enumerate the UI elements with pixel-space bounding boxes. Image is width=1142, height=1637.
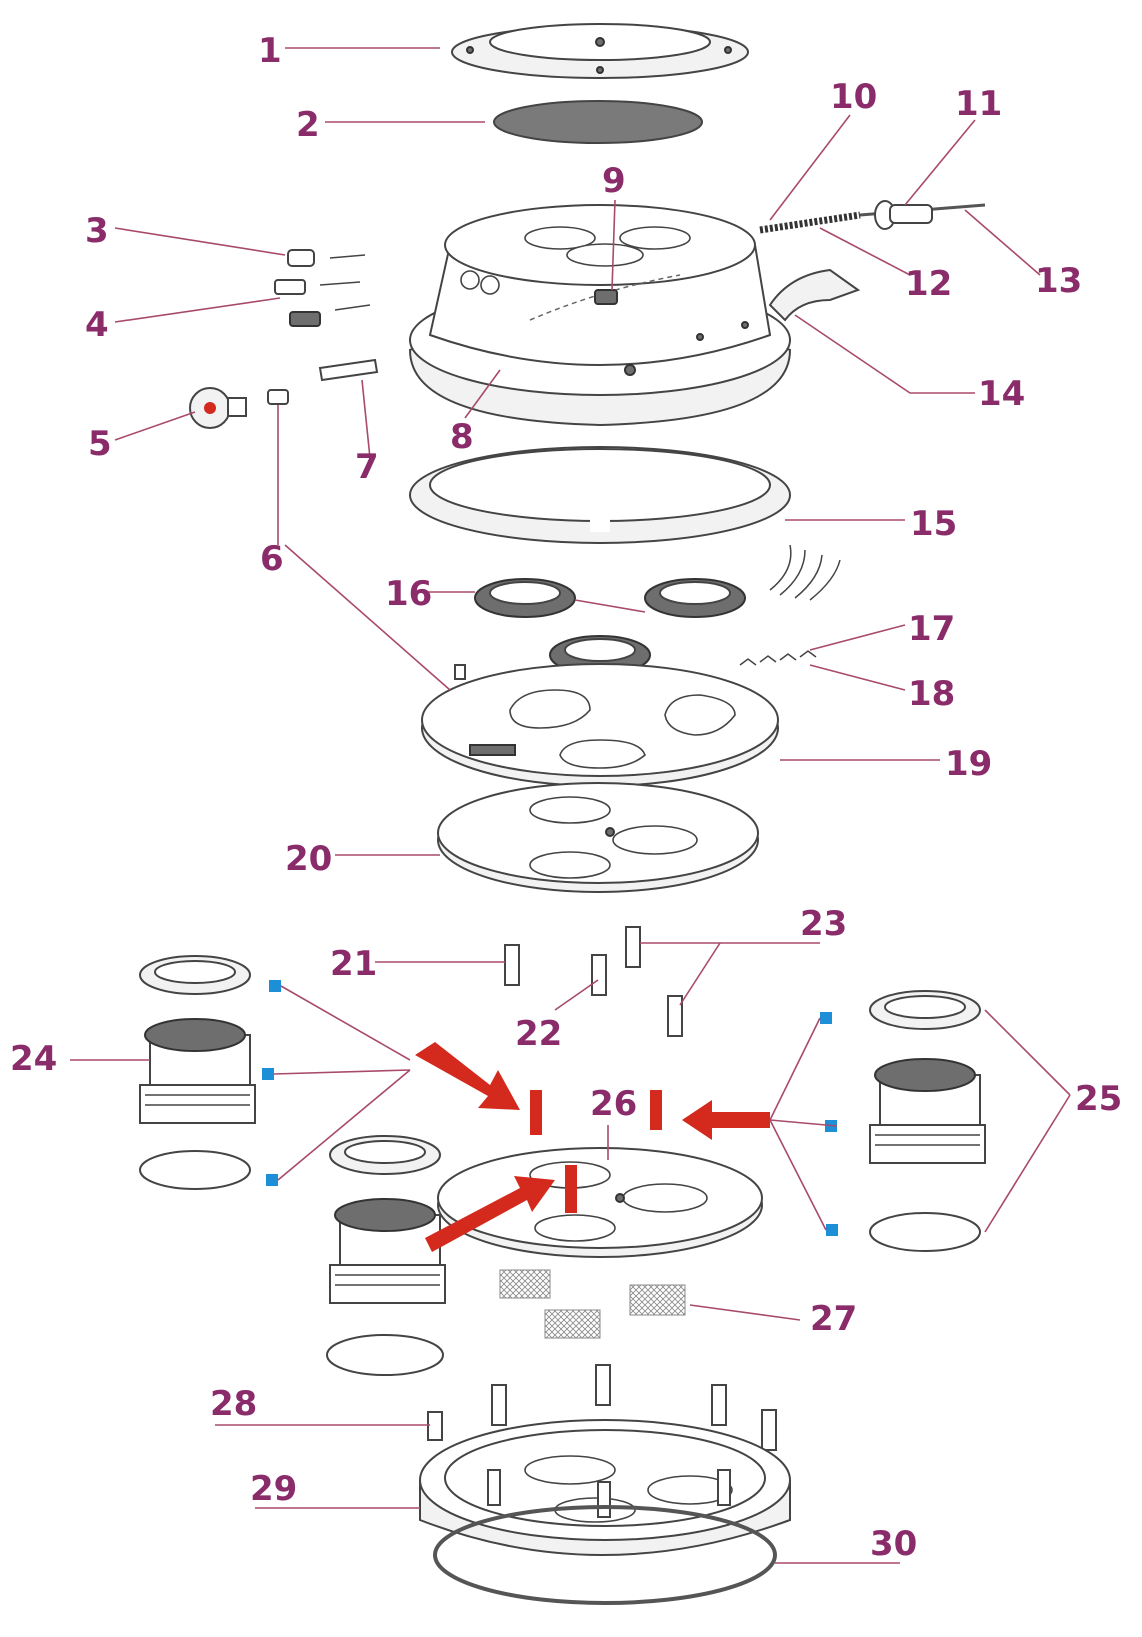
- label-1: 1: [258, 31, 282, 71]
- part-20-disc: [437, 782, 759, 893]
- part-18-clips: [739, 650, 817, 666]
- motor-bottom: [326, 1135, 446, 1376]
- part-26-disc: [437, 1147, 763, 1258]
- label-26: 26: [590, 1084, 637, 1124]
- label-27: 27: [810, 1299, 857, 1339]
- part-6-nut: [267, 389, 289, 405]
- assembly-arrows: [415, 1042, 770, 1252]
- part-24-motor-left: [139, 955, 256, 1190]
- label-7: 7: [355, 447, 379, 487]
- label-11: 11: [955, 84, 1002, 124]
- label-21: 21: [330, 944, 377, 984]
- label-25: 25: [1075, 1079, 1122, 1119]
- label-30: 30: [870, 1524, 917, 1564]
- part-1-top-lid: [451, 23, 749, 79]
- alignment-markers: [262, 980, 838, 1236]
- label-5: 5: [88, 424, 112, 464]
- label-8: 8: [450, 417, 474, 457]
- label-4: 4: [85, 305, 109, 345]
- part-29-base: [419, 1419, 791, 1556]
- part-7-rod: [318, 358, 379, 382]
- label-24: 24: [10, 1039, 57, 1079]
- marker-leaders: [273, 985, 838, 1231]
- part-25-motor-right: [869, 990, 986, 1252]
- part-10-13-cable-assembly: [759, 200, 986, 234]
- part-3-4-fittings: [274, 249, 371, 327]
- part-labels: 1 2 3 4 5 6 7 8 9 10 11 12 13 14 15 16 1…: [10, 31, 1122, 1564]
- label-16: 16: [385, 574, 432, 614]
- label-12: 12: [905, 264, 952, 304]
- part-21-23-standoffs: [504, 926, 683, 1037]
- label-29: 29: [250, 1469, 297, 1509]
- label-14: 14: [978, 374, 1025, 414]
- label-2: 2: [296, 105, 320, 145]
- part-28-feet-pins: [427, 1364, 777, 1451]
- label-18: 18: [908, 674, 955, 714]
- label-3: 3: [85, 211, 109, 251]
- label-23: 23: [800, 904, 847, 944]
- label-20: 20: [285, 839, 332, 879]
- label-6: 6: [260, 539, 284, 579]
- part-30-bottom-seal: [433, 1505, 777, 1605]
- label-22: 22: [515, 1014, 562, 1054]
- part-9-switch: [594, 289, 618, 305]
- label-leaders: [70, 47, 1071, 1564]
- label-19: 19: [945, 744, 992, 784]
- part-5-knob: [189, 387, 247, 429]
- part-8-motor-housing: [408, 204, 792, 427]
- part-17-wires: [769, 544, 841, 601]
- part-27-filter-meshes: [499, 1269, 686, 1339]
- part-19-mounting-plate: [421, 663, 779, 787]
- label-17: 17: [908, 609, 955, 649]
- label-10: 10: [830, 77, 877, 117]
- part-14-handle: [768, 268, 861, 322]
- label-28: 28: [210, 1384, 257, 1424]
- label-9: 9: [602, 161, 626, 201]
- label-15: 15: [910, 504, 957, 544]
- part-16-seal-rings: [474, 578, 746, 675]
- label-13: 13: [1035, 261, 1082, 301]
- part-2-filter-pad: [493, 100, 703, 144]
- part-15-gasket-ring: [409, 446, 791, 544]
